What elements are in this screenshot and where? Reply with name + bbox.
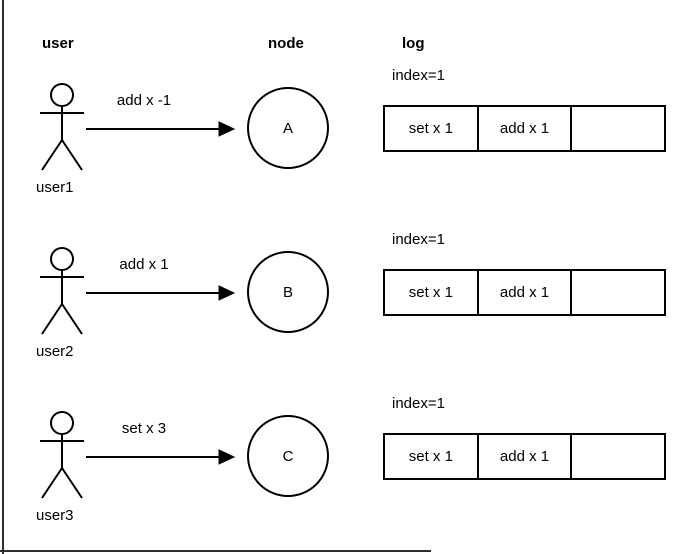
request-label: add x -1 (116, 92, 172, 109)
canvas-bottom-border (0, 550, 431, 552)
log-index-label: index=1 (392, 231, 445, 248)
log-entry-cell: add x 1 (476, 271, 571, 314)
column-header-log: log (402, 35, 425, 52)
log-table: set x 1 add x 1 (383, 105, 666, 152)
node-circle: A (247, 87, 329, 169)
diagram-row-user1: user1 add x -1 A index=1 set x 1 add x 1 (0, 62, 691, 226)
user-actor-icon (40, 247, 84, 335)
user-label: user1 (36, 179, 74, 196)
log-entry-cell: add x 1 (476, 107, 571, 150)
node-circle: B (247, 251, 329, 333)
request-arrow-icon (86, 285, 236, 301)
log-entry-cell-empty (570, 107, 664, 150)
user-label: user3 (36, 507, 74, 524)
request-arrow-icon (86, 121, 236, 137)
log-entry-cell: set x 1 (408, 448, 453, 465)
request-arrow-icon (86, 449, 236, 465)
canvas-left-border (2, 0, 4, 554)
column-header-node: node (268, 35, 304, 52)
user-label: user2 (36, 343, 74, 360)
request-label: set x 3 (121, 420, 167, 437)
node-label: C (282, 447, 294, 465)
log-entry-cell: add x 1 (476, 435, 571, 478)
log-index-label: index=1 (392, 67, 445, 84)
log-entry-cell-empty (570, 435, 664, 478)
user-actor-icon (40, 411, 84, 499)
column-header-user: user (42, 35, 74, 52)
node-label: A (282, 119, 293, 137)
log-table: set x 1 add x 1 (383, 269, 666, 316)
diagram-row-user3: user3 set x 3 C index=1 set x 1 add x 1 (0, 390, 691, 554)
request-label: add x 1 (119, 256, 169, 273)
user-actor-icon (40, 83, 84, 171)
log-table: set x 1 add x 1 (383, 433, 666, 480)
node-circle: C (247, 415, 329, 497)
log-entry-cell: set x 1 (408, 284, 453, 301)
log-entry-cell-empty (570, 271, 664, 314)
diagram-row-user2: user2 add x 1 B index=1 set x 1 add x 1 (0, 226, 691, 390)
log-entry-cell: set x 1 (408, 120, 453, 137)
node-label: B (282, 283, 293, 301)
log-index-label: index=1 (392, 395, 445, 412)
